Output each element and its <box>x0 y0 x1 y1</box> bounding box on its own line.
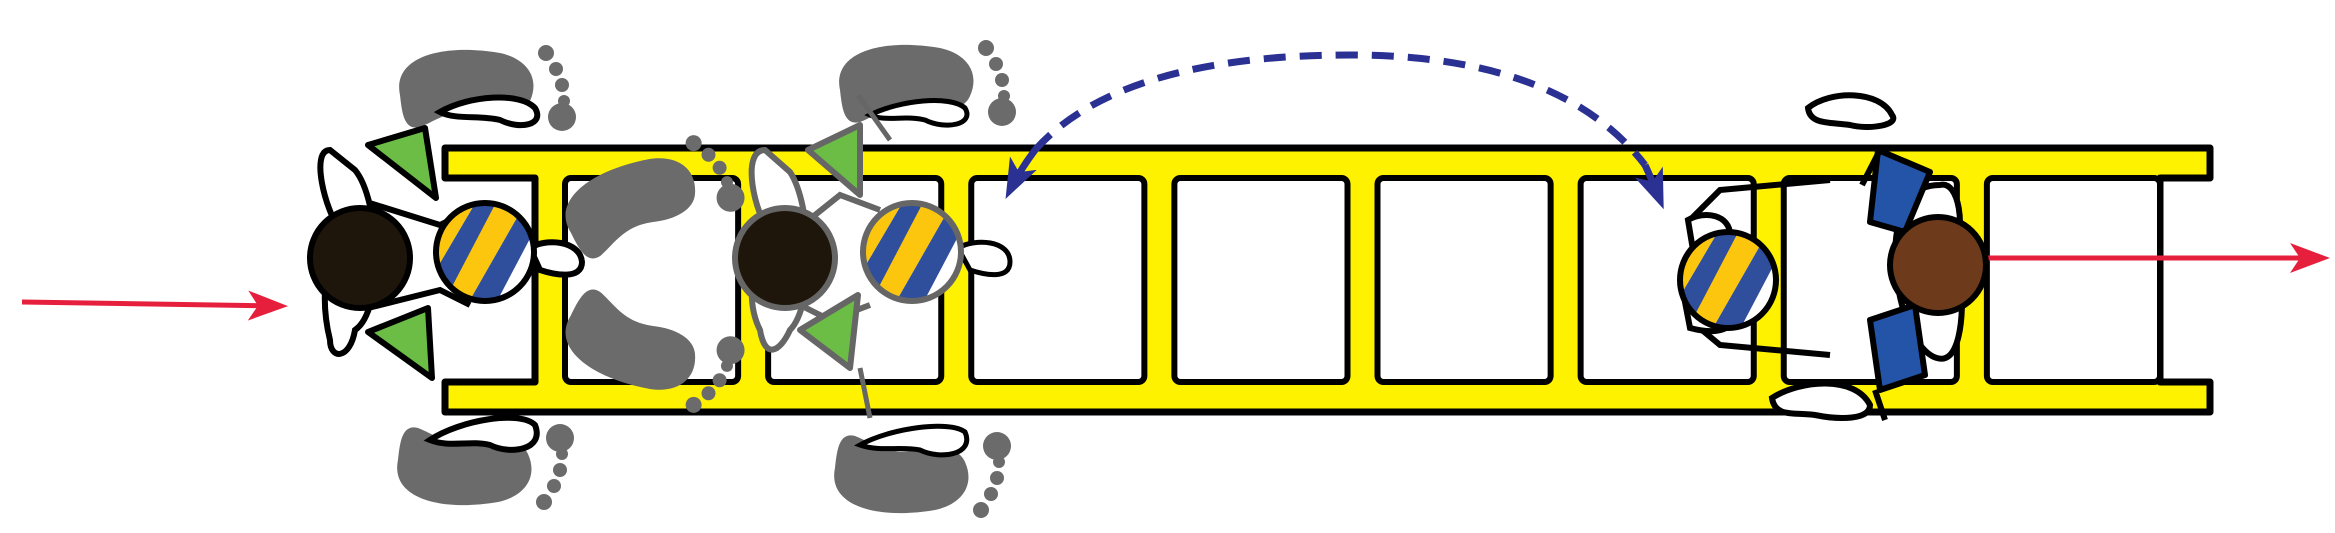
volleyball-icon <box>433 200 537 304</box>
player-top-view-icon <box>732 93 1013 458</box>
ladder-cell <box>1171 175 1351 385</box>
volleyball-icon <box>860 200 964 304</box>
player-top-view-icon <box>307 94 586 453</box>
volleyball-icon <box>1677 229 1779 331</box>
ladder-cell <box>1983 175 2163 385</box>
ladder-cell <box>968 175 1148 385</box>
dashed-arc-arrow-icon <box>1005 51 1664 210</box>
ladder-cell <box>1374 175 1554 385</box>
arrow-right-icon <box>21 290 288 321</box>
